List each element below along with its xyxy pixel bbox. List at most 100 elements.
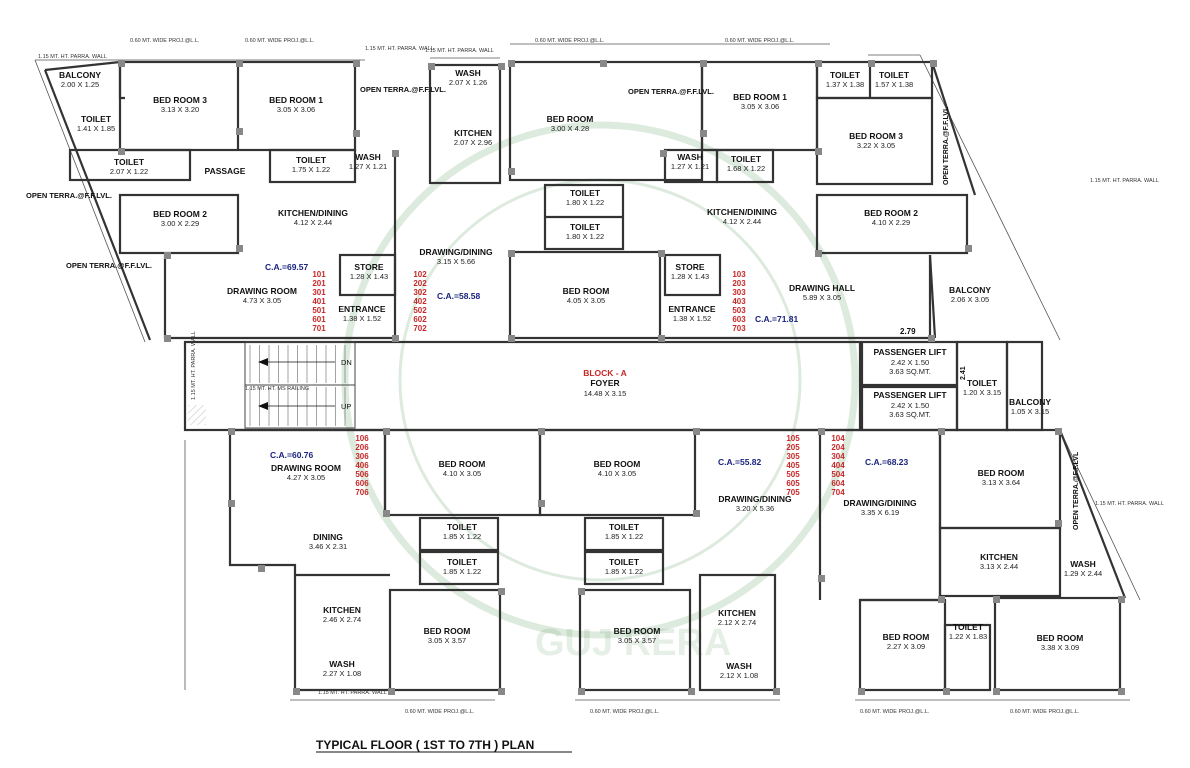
- flat-number: 701: [312, 324, 326, 333]
- room-name: BED ROOM: [563, 286, 610, 296]
- room-size: 3.35 X 6.19: [861, 508, 899, 517]
- room-size: 3.05 X 3.57: [618, 636, 656, 645]
- room-size: 1.28 X 1.43: [671, 272, 709, 281]
- carpet-area: C.A.=58.58: [437, 291, 481, 301]
- flat-number: 203: [732, 279, 746, 288]
- room-name: WASH: [329, 659, 355, 669]
- flat-number: 301: [312, 288, 326, 297]
- flat-number: 106: [355, 434, 369, 443]
- room-name: BALCONY: [1009, 397, 1051, 407]
- room-size: 1.85 X 1.22: [605, 532, 643, 541]
- room-name: DRAWING HALL: [789, 283, 855, 293]
- room-name: BED ROOM 3: [153, 95, 207, 105]
- room-size: 1.05 X 3.15: [1011, 407, 1049, 416]
- room-size: 1.80 X 1.22: [566, 232, 604, 241]
- flat-number: 706: [355, 488, 369, 497]
- stair-dn: DN: [341, 358, 352, 367]
- room-size: 3.13 X 3.20: [161, 105, 199, 114]
- room-name: BED ROOM: [614, 626, 661, 636]
- room-name: KITCHEN: [454, 128, 492, 138]
- room-size: 1.20 X 3.15: [963, 388, 1001, 397]
- lift-name: PASSENGER LIFT: [873, 347, 947, 357]
- room-name: TOILET: [967, 378, 998, 388]
- room-name: WASH: [1070, 559, 1096, 569]
- outer-projection-lines: [34, 43, 1141, 701]
- room-name: BED ROOM: [424, 626, 471, 636]
- room-name: BED ROOM: [1037, 633, 1084, 643]
- proj-note: 0.60 MT. WIDE PROJ.@L.L.: [130, 38, 200, 44]
- room-size: 4.10 X 3.05: [598, 469, 636, 478]
- room-name: WASH: [455, 68, 481, 78]
- room-name: BED ROOM 1: [269, 95, 323, 105]
- room-name: BED ROOM 2: [864, 208, 918, 218]
- room-size: 1.27 X 1.21: [671, 162, 709, 171]
- room-size: 4.05 X 3.05: [567, 296, 605, 305]
- flat-number: 202: [413, 279, 427, 288]
- room-size: 3.20 X 5.36: [736, 504, 774, 513]
- flat-number: 602: [413, 315, 427, 324]
- dim-279: 2.79: [900, 327, 916, 336]
- room-name: KITCHEN/DINING: [278, 208, 348, 218]
- room-size: 1.75 X 1.22: [292, 165, 330, 174]
- room-name: KITCHEN: [718, 608, 756, 618]
- watermark-text: GUJ RERA: [535, 622, 731, 664]
- flat-number: 304: [831, 452, 845, 461]
- up-arrow-icon: [258, 402, 268, 410]
- room-size: 4.10 X 2.29: [872, 218, 910, 227]
- flat-number: 605: [786, 479, 800, 488]
- room-size: 3.00 X 2.29: [161, 219, 199, 228]
- room-name: TOILET: [879, 70, 910, 80]
- proj-note: 0.60 MT. WIDE PROJ.@L.L.: [405, 709, 475, 715]
- room-name: DRAWING ROOM: [271, 463, 341, 473]
- room-size: 5.89 X 3.05: [803, 293, 841, 302]
- room-size: 1.85 X 1.22: [605, 567, 643, 576]
- room-size: 2.27 X 1.08: [323, 669, 361, 678]
- flat-number: 704: [831, 488, 845, 497]
- lift-area: 3.63 SQ.MT.: [889, 367, 931, 376]
- flat-number: 505: [786, 470, 800, 479]
- room-name: STORE: [675, 262, 704, 272]
- room-name: BED ROOM: [594, 459, 641, 469]
- room-size: 2.06 X 3.05: [951, 295, 989, 304]
- lift-area: 3.63 SQ.MT.: [889, 410, 931, 419]
- parapet-note: 1.15 MT. HT. PARRA. WALL: [1090, 178, 1159, 184]
- flat-number: 104: [831, 434, 845, 443]
- flat-number: 103: [732, 270, 746, 279]
- flat-number: 501: [312, 306, 326, 315]
- parapet-note: 1.15 MT. HT. PARRA. WALL: [191, 331, 197, 400]
- flat-number: 302: [413, 288, 427, 297]
- flat-number: 204: [831, 443, 845, 452]
- room-name: TOILET: [609, 522, 640, 532]
- room-size: 1.27 X 1.21: [349, 162, 387, 171]
- flat-number: 702: [413, 324, 427, 333]
- room-name: STORE: [354, 262, 383, 272]
- room-name: TOILET: [953, 622, 984, 632]
- room-size: 4.10 X 3.05: [443, 469, 481, 478]
- room-name: KITCHEN: [323, 605, 361, 615]
- foyer-label: FOYER: [590, 378, 619, 388]
- flat-number: 606: [355, 479, 369, 488]
- flat-number: 303: [732, 288, 746, 297]
- room-size: 3.38 X 3.09: [1041, 643, 1079, 652]
- room-size: 1.22 X 1.83: [949, 632, 987, 641]
- room-name: BALCONY: [59, 70, 101, 80]
- room-name: PASSAGE: [205, 166, 246, 176]
- parapet-note: 1.15 MT. HT. PARRA. WALL: [318, 690, 387, 696]
- room-size: 4.12 X 2.44: [294, 218, 332, 227]
- room-size: 3.13 X 2.44: [980, 562, 1018, 571]
- room-size: 3.22 X 3.05: [857, 141, 895, 150]
- room-name: BALCONY: [949, 285, 991, 295]
- room-size: 2.27 X 3.09: [887, 642, 925, 651]
- room-size: 2.07 X 1.26: [449, 78, 487, 87]
- flat-number: 504: [831, 470, 845, 479]
- room-size: 4.73 X 3.05: [243, 296, 281, 305]
- proj-note: 0.60 MT. WIDE PROJ.@L.L.: [535, 38, 605, 44]
- room-name: BED ROOM: [439, 459, 486, 469]
- room-name: TOILET: [570, 188, 601, 198]
- projection-notes: 0.60 MT. WIDE PROJ.@L.L. 0.60 MT. WIDE P…: [38, 38, 1164, 715]
- flat-number: 405: [786, 461, 800, 470]
- flat-number: 705: [786, 488, 800, 497]
- carpet-areas: C.A.=69.57 C.A.=58.58 C.A.=71.81 C.A.=68…: [265, 262, 909, 467]
